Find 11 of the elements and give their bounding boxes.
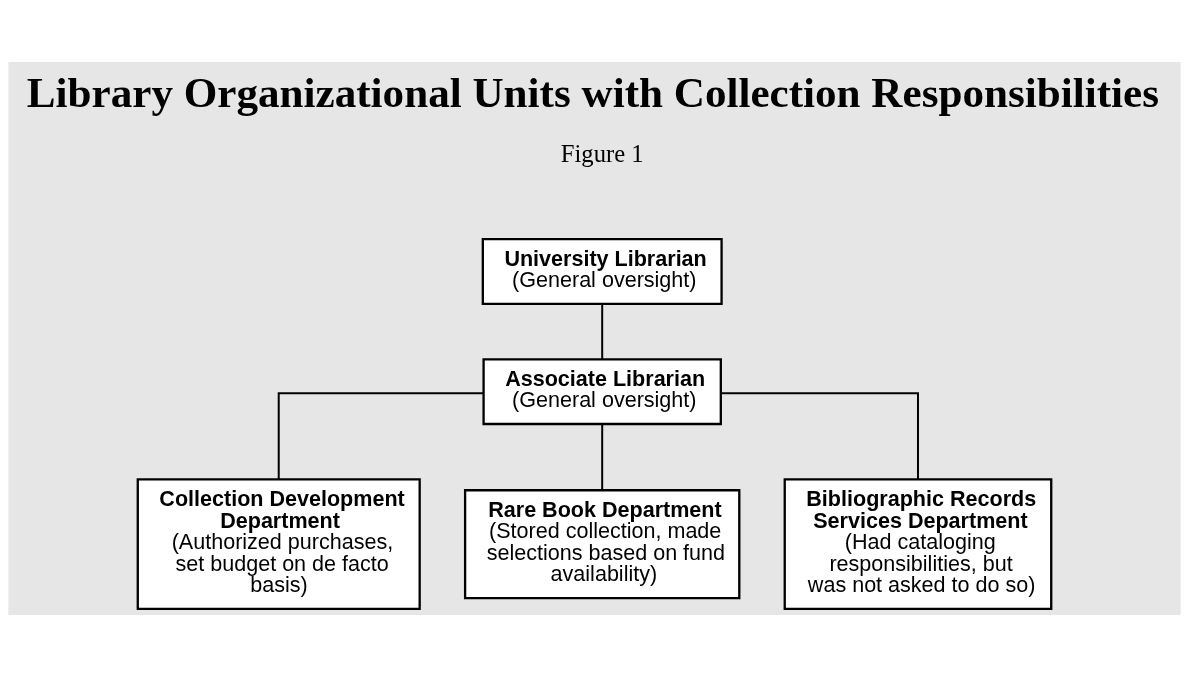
connector bbox=[601, 423, 604, 491]
node-box: University Librarian (General oversight) bbox=[481, 237, 723, 305]
diagram-title: Library Organizational Units with Collection Responsibilities bbox=[26, 68, 1159, 116]
connector bbox=[277, 391, 485, 480]
node-box: Rare Book Department (Stored collection, made selections based on fund availability) bbox=[463, 488, 741, 599]
label: Figure 1 bbox=[560, 139, 644, 167]
node-box: Collection Development Department (Authorized purchases, set budget on de facto basis) bbox=[136, 477, 421, 610]
connector bbox=[720, 391, 919, 480]
connector bbox=[601, 302, 604, 360]
node-box: Associate Librarian (General oversight) bbox=[482, 357, 722, 425]
node-box: Bibliographic Records Services Department (Had cataloging responsibilities, but was not asked to do so) bbox=[783, 477, 1053, 610]
